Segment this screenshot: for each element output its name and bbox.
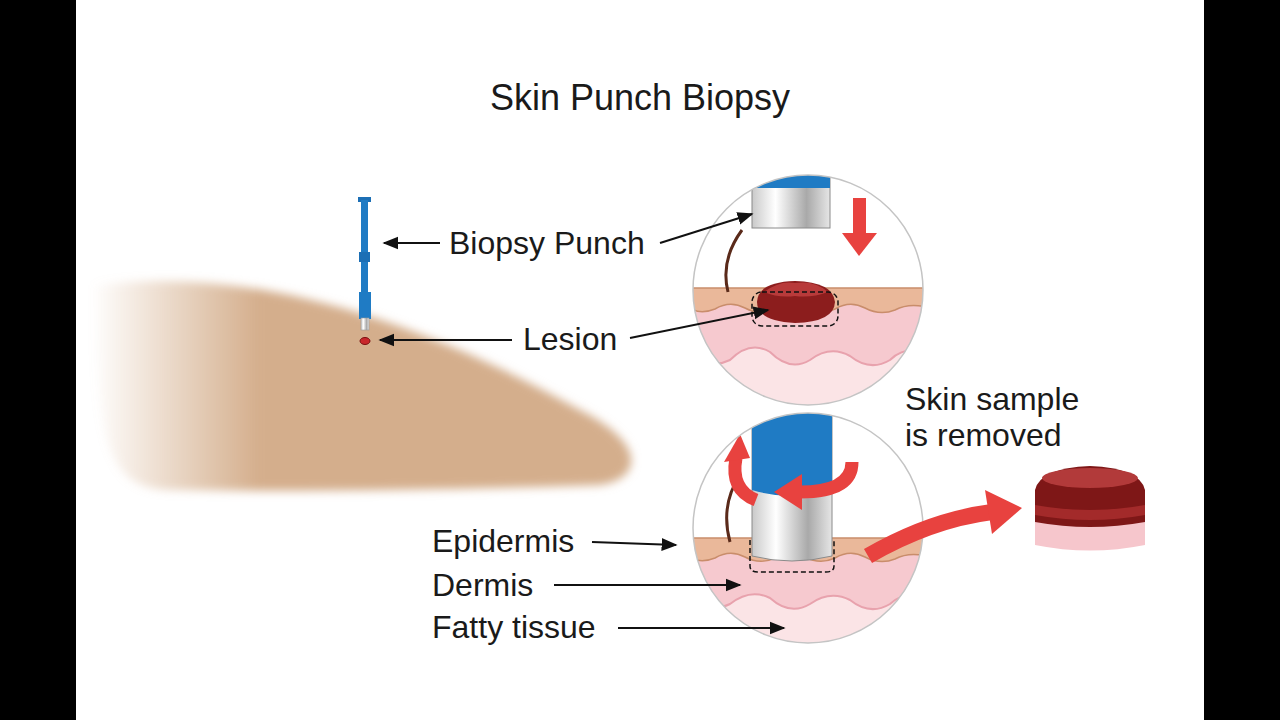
part-label: Skin sample is removed — [905, 381, 1095, 453]
part-label: Dermis — [432, 567, 533, 603]
side-bar — [1204, 0, 1280, 720]
diagram-title: Skin Punch Biopsy — [0, 77, 1280, 119]
punch-cylinder — [752, 405, 832, 561]
arm — [95, 281, 631, 491]
punch-grip — [359, 292, 371, 319]
top-inset — [690, 170, 930, 415]
part-label: Lesion — [523, 321, 617, 357]
sample-body — [1035, 466, 1145, 527]
leader-line — [554, 584, 740, 586]
part-label: Biopsy Punch — [449, 225, 645, 261]
inset-circle — [693, 175, 923, 405]
down-arrow-shaft — [853, 198, 866, 235]
punch-blade — [361, 318, 369, 330]
side-bar — [0, 0, 76, 720]
punch-joint — [359, 252, 370, 262]
down-arrow-head — [842, 233, 877, 256]
lesion — [757, 281, 835, 323]
lesion-surface — [764, 282, 828, 296]
sample-top — [1042, 468, 1138, 488]
lesion-dot — [360, 338, 370, 345]
leader-line — [384, 242, 440, 244]
cut-outline — [752, 292, 838, 326]
part-label: Epidermis — [432, 523, 574, 559]
leader-line — [660, 214, 752, 243]
leader-line — [630, 310, 768, 338]
sample-band — [1035, 505, 1145, 520]
punch-top — [752, 170, 830, 188]
rotation-arrow-head — [774, 474, 802, 510]
rotation-arrow — [800, 462, 852, 492]
rotation-arrow — [735, 458, 756, 500]
removal-arrow — [868, 512, 992, 556]
punch-cylinder — [752, 170, 830, 228]
leader-line — [618, 627, 784, 629]
inset-circle — [693, 413, 923, 643]
leader-line — [592, 542, 676, 545]
part-label: Fatty tissue — [432, 609, 596, 645]
removal-arrow-head — [985, 490, 1022, 534]
leader-line — [380, 339, 512, 341]
bottom-inset — [690, 405, 930, 650]
punch-handle — [361, 200, 368, 295]
hair — [726, 230, 742, 292]
